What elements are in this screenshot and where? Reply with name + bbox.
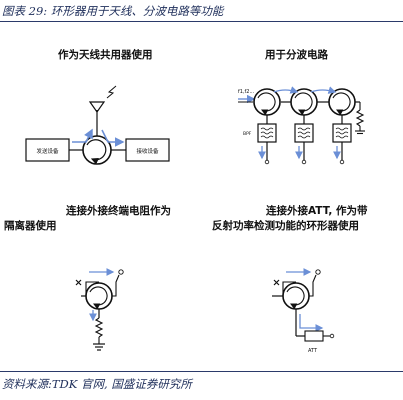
top-rule	[0, 21, 403, 22]
termination-resistor	[355, 102, 365, 135]
bottom-rule	[0, 371, 403, 372]
blocked-port-icon	[75, 279, 82, 286]
tx-device-box: 发送设备	[25, 138, 70, 162]
circulator-symbol-2	[290, 88, 318, 116]
tx-signal-arrow	[72, 128, 93, 143]
circulator-symbol-att	[282, 282, 310, 310]
rx-signal-arrow	[101, 129, 125, 147]
antenna-duplexer-diagram: 发送设备 接收设备	[25, 85, 170, 165]
heading-att-line2: 反射功率检测功能的环形器使用	[212, 220, 359, 232]
bpf-filter-3	[332, 123, 352, 143]
figure-title: 图表 29: 环形器用于天线、分波电路等功能	[2, 4, 224, 18]
circulator-symbol-1	[253, 88, 281, 116]
heading-isolator-line1: 连接外接终端电阻作为	[66, 205, 171, 217]
output-port-icon-att	[315, 269, 321, 275]
bpf-filter-2	[294, 123, 314, 143]
output-port-icon	[118, 269, 124, 275]
rx-device-box: 接收设备	[125, 138, 170, 162]
termination-resistor-isolator	[93, 317, 105, 351]
rx-device-label: 接收设备	[136, 147, 159, 155]
heading-antenna-duplexer: 作为天线共用器使用	[58, 49, 153, 61]
blocked-port-icon-att	[273, 279, 280, 286]
att-circulator-diagram: ATT	[272, 268, 335, 354]
source-note: 资料来源:TDK 官网, 国盛证券研究所	[2, 377, 192, 391]
bpf-filter-1	[257, 123, 277, 143]
tx-device-label: 发送设备	[36, 147, 59, 155]
circulator-symbol-isolator	[85, 282, 113, 310]
input-frequency-label: f1,f2...	[238, 89, 255, 95]
heading-att-line1: 连接外接ATT, 作为带	[266, 205, 368, 217]
reflected-power-arrow	[299, 314, 324, 332]
bpf-label: BPF	[243, 131, 252, 137]
circulator-symbol-3	[328, 88, 356, 116]
att-label: ATT	[308, 348, 318, 354]
antenna-icon	[88, 85, 117, 124]
heading-isolator-line2: 隔离器使用	[4, 220, 57, 232]
heading-wave-splitter: 用于分波电路	[265, 49, 328, 61]
att-box	[304, 330, 335, 342]
isolator-diagram	[75, 268, 124, 351]
wave-splitter-diagram: f1,f2...	[238, 86, 365, 165]
